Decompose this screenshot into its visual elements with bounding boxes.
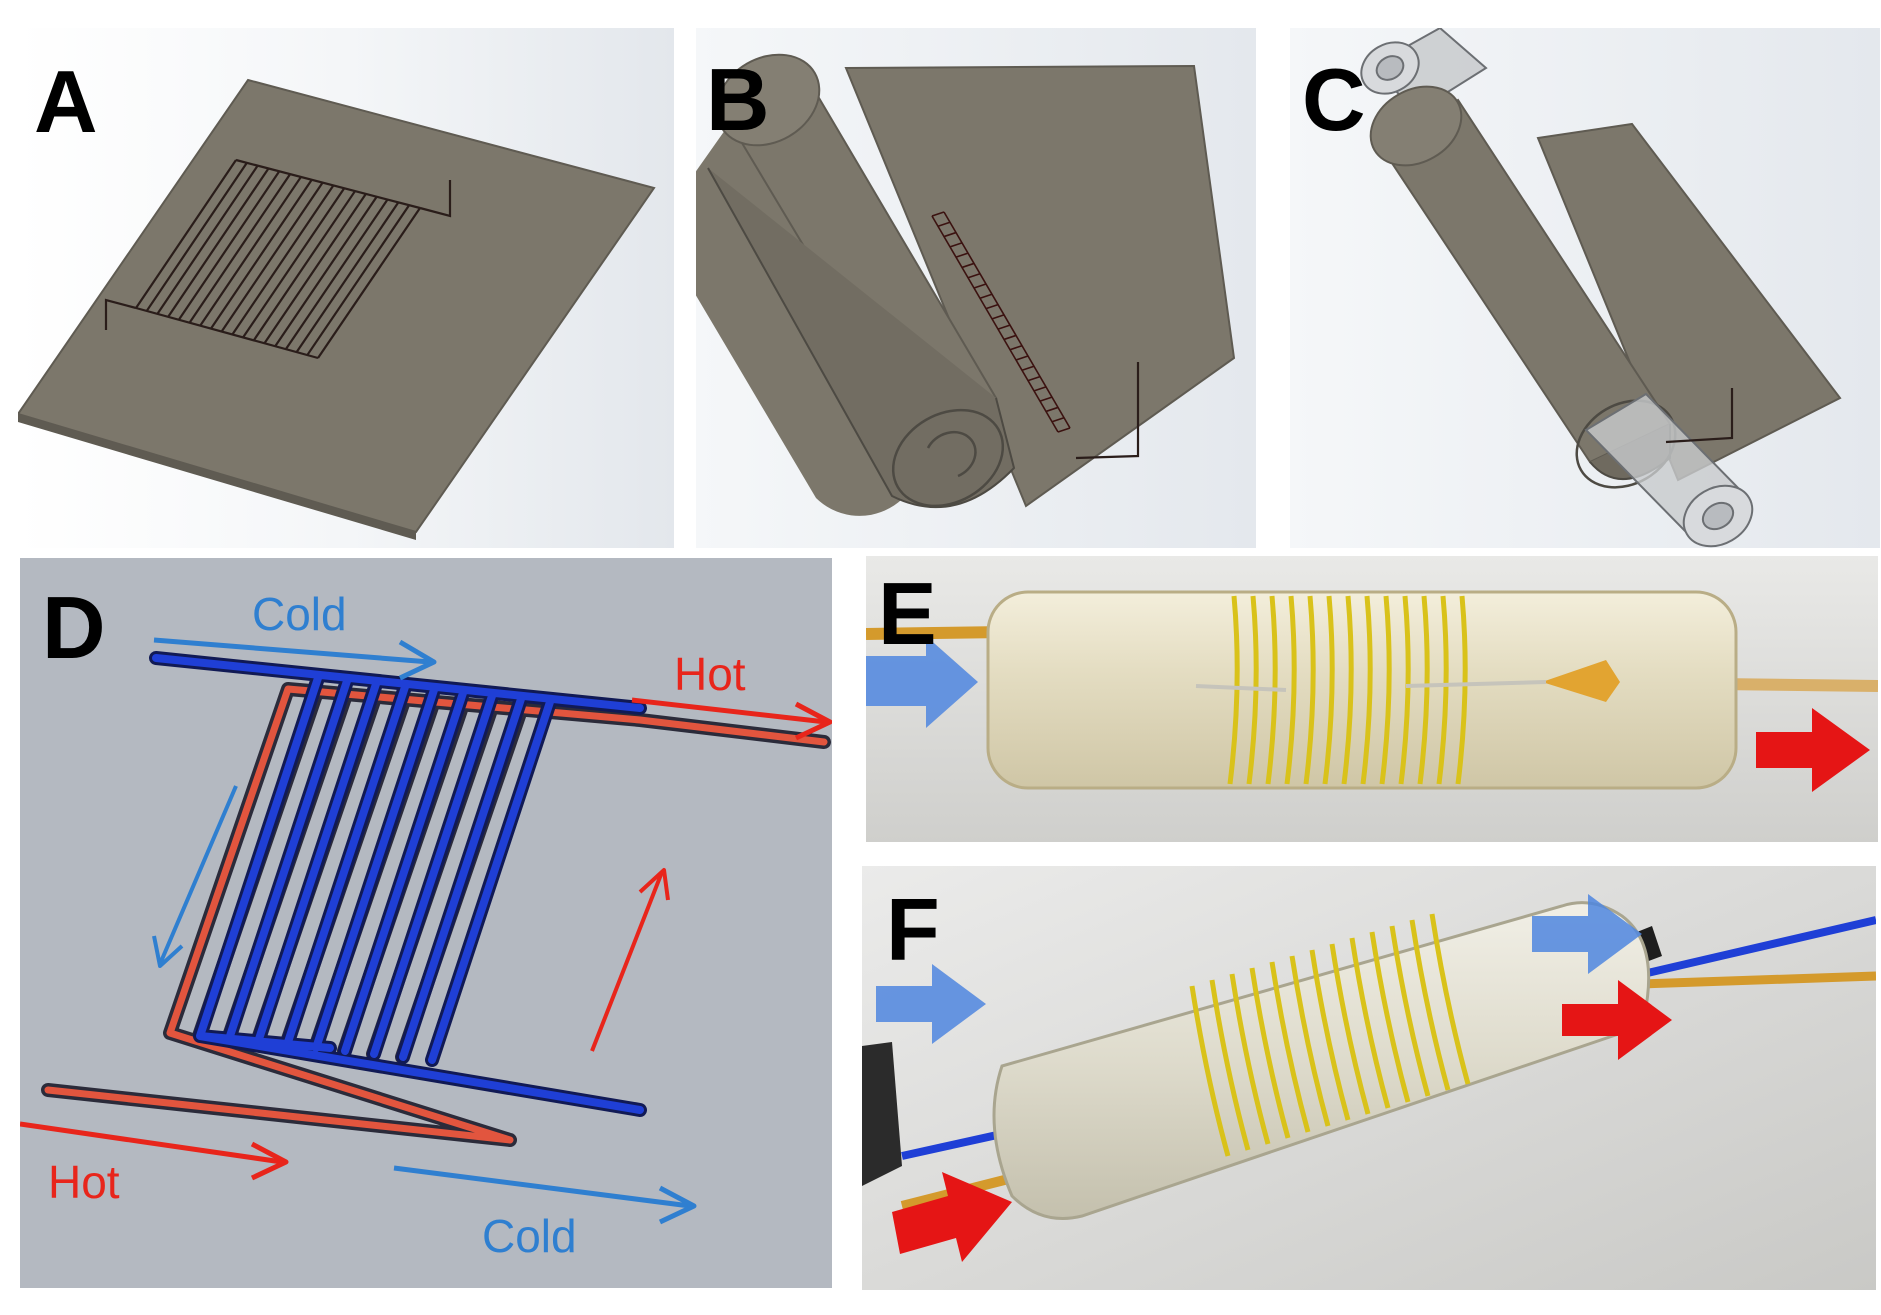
spiral-channels: [1227, 595, 1468, 785]
blue-inlet-arrow: [866, 636, 978, 728]
inlet-tube-top: [1360, 28, 1488, 114]
red-outlet-arrow: [1756, 708, 1870, 792]
outlet-tube-bottom: [1584, 392, 1754, 548]
spiral-channels: [1189, 913, 1471, 1157]
panel-a-flat-sheet: A: [18, 28, 674, 548]
hot-top-label: Hot: [674, 648, 746, 700]
cold-top-label: Cold: [252, 588, 347, 640]
red-outlet-arrow-right: [1562, 980, 1672, 1060]
panel-c-rolled-tube: C: [1290, 28, 1880, 548]
panel-a-label: A: [34, 52, 98, 151]
cold-bottom-label: Cold: [482, 1210, 577, 1262]
hot-outlet-arrow: [631, 697, 832, 741]
blue-inlet-arrow-left: [876, 964, 986, 1044]
serpentine-channel: [104, 158, 452, 360]
cold-down-arrow: [152, 785, 238, 968]
panel-f-illustration: [862, 866, 1876, 1290]
panel-e-illustration: [866, 556, 1878, 842]
needle-hub: [1542, 660, 1620, 702]
counterflow-channels: [41, 651, 831, 1147]
panel-e-device-photo: E: [866, 556, 1878, 842]
panel-d-label: D: [42, 578, 106, 677]
panel-c-illustration: [1290, 28, 1880, 548]
inlet-tube: [866, 626, 1007, 640]
panel-d-illustration: Cold Hot Hot Cold: [20, 558, 832, 1288]
panel-e-label: E: [878, 564, 937, 663]
outlet-tube: [1715, 678, 1878, 692]
panel-b-rolling-sheet: B: [696, 28, 1256, 548]
hot-inlet-arrow: [20, 1121, 289, 1181]
panel-f-label: F: [886, 880, 940, 979]
panel-a-illustration: [18, 28, 674, 548]
red-inlet-arrow-left: [892, 1172, 1012, 1262]
panel-f-device-photo: F: [862, 866, 1876, 1290]
cold-outlet-arrow: [393, 1165, 697, 1225]
rolled-cylinder: [696, 53, 1016, 516]
panel-b-illustration: [696, 28, 1256, 548]
hot-bottom-label: Hot: [48, 1156, 120, 1208]
panel-d-flow-diagram: Cold Hot Hot Cold D: [20, 558, 832, 1288]
channel-ladder: [931, 211, 1071, 433]
panel-c-label: C: [1302, 50, 1366, 149]
cold-inlet-arrow: [153, 637, 437, 681]
hot-up-arrow: [590, 868, 670, 1052]
panel-b-label: B: [706, 50, 770, 149]
blue-outlet-arrow-right: [1532, 894, 1642, 974]
pdms-cylinder: [986, 590, 1738, 790]
